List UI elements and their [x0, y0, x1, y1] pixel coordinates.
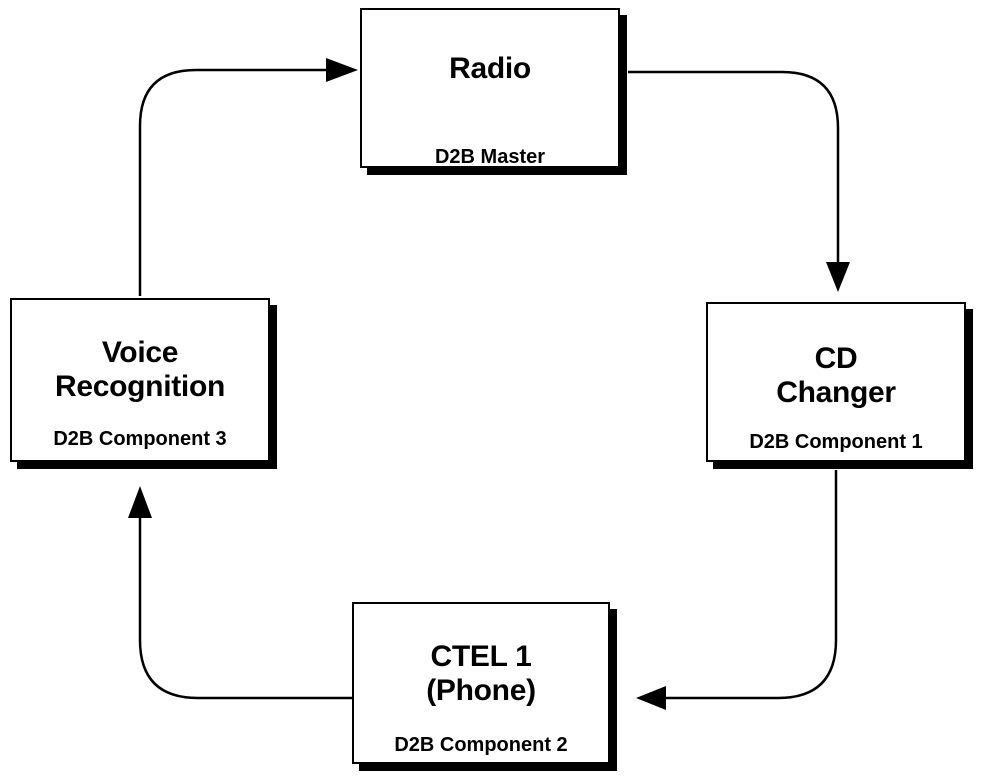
node-ctel-title: CTEL 1 (Phone) — [354, 640, 608, 708]
node-cd-changer-role: D2B Component 1 — [749, 431, 923, 453]
node-radio-role: D2B Master — [434, 146, 546, 168]
edge-ctel-to-voice — [138, 518, 352, 700]
node-voice-recognition-role: D2B Component 3 — [53, 428, 227, 450]
node-cd-changer-title-line: CD — [814, 342, 858, 375]
arrowhead-into-voice — [128, 486, 152, 518]
node-radio: Radio D2B Master — [360, 8, 620, 168]
arrowhead-into-ctel — [636, 686, 666, 710]
arrowhead-into-cd-changer — [826, 262, 850, 292]
node-ctel: CTEL 1 (Phone) D2B Component 2 — [352, 602, 610, 764]
arrowhead-into-radio — [326, 58, 358, 82]
node-voice-recognition: Voice Recognition D2B Component 3 — [10, 298, 270, 462]
node-voice-recognition-title: Voice Recognition — [12, 336, 268, 404]
node-ctel-title-line: CTEL 1 — [430, 640, 532, 673]
node-radio-title: Radio — [362, 52, 618, 86]
node-ctel-role: D2B Component 2 — [394, 734, 568, 756]
edge-cd-changer-to-ctel — [666, 470, 838, 700]
node-cd-changer-title: CD Changer — [708, 342, 964, 410]
node-voice-recognition-title-line: Recognition — [54, 370, 226, 403]
node-voice-recognition-title-line: Voice — [101, 336, 179, 369]
node-ctel-title-line: (Phone) — [426, 674, 536, 707]
node-radio-title-line: Radio — [449, 52, 531, 85]
node-cd-changer-title-line: Changer — [776, 376, 896, 409]
edge-radio-to-cd-changer — [628, 70, 840, 262]
edge-voice-to-radio — [138, 68, 326, 296]
node-cd-changer: CD Changer D2B Component 1 — [706, 302, 966, 462]
